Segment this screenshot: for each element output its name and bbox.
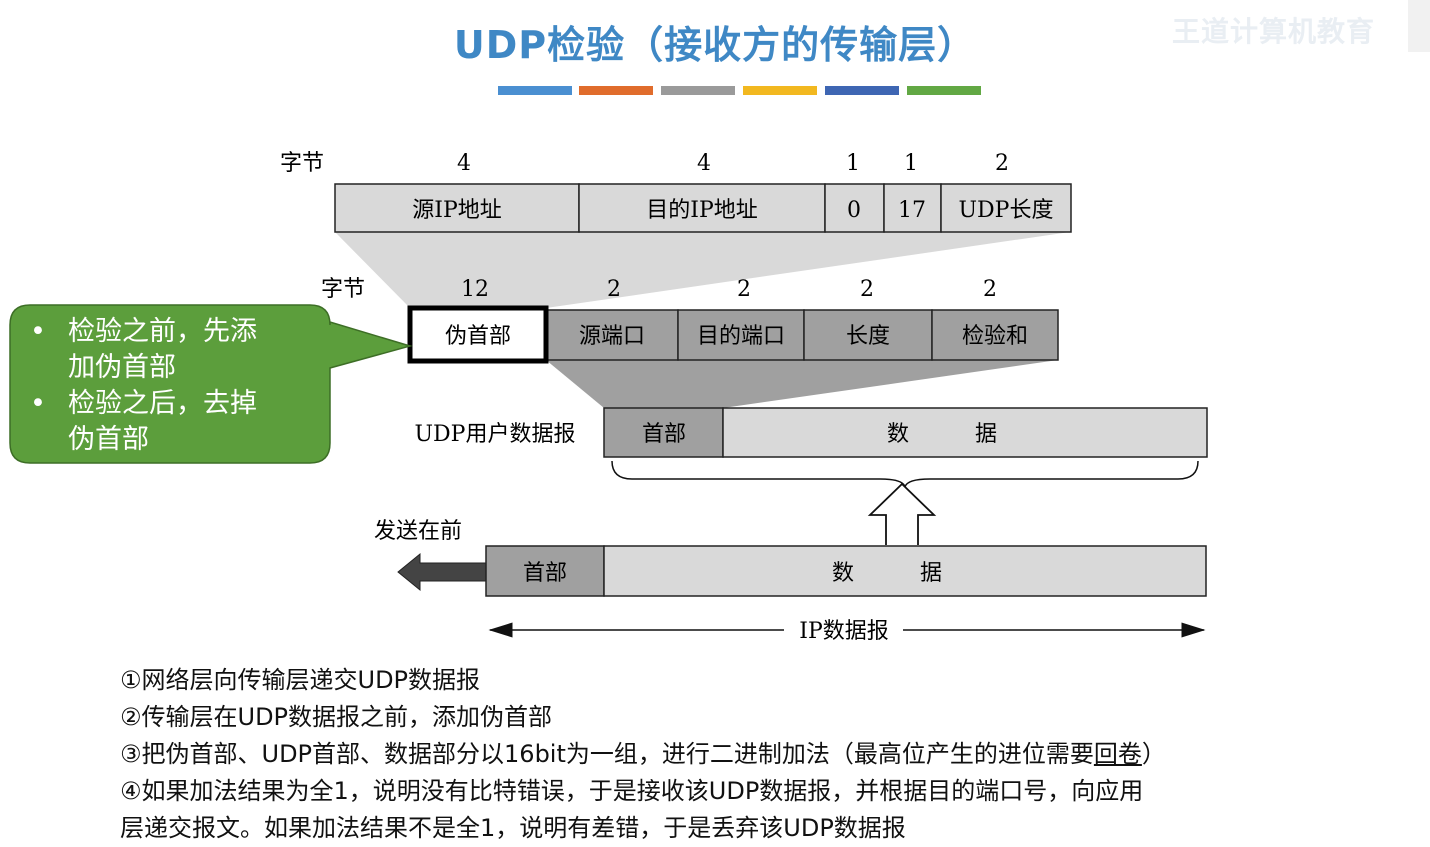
field-checksum [931, 309, 1059, 361]
encapsulation-brace [611, 460, 1199, 488]
step-4: ④如果加法结果为全1，说明没有比特错误，于是接收该UDP数据报，并根据目的端口号… [120, 777, 1144, 805]
byte-count: 1 [904, 151, 918, 176]
callout-line: 检验之后，去掉 [68, 388, 257, 419]
byte-count: 12 [461, 277, 489, 302]
field-source-ip [334, 183, 580, 233]
callout-text: • 检验之前，先添 加伪首部 • 检验之后，去掉 伪首部 [30, 314, 320, 458]
ip-data-label: 数 据 [832, 561, 942, 586]
step-2: ②传输层在UDP数据报之前，添加伪首部 [120, 703, 553, 731]
field-pseudo-header [407, 305, 549, 364]
byte-count: 2 [607, 277, 621, 302]
title-bar-5 [825, 86, 899, 95]
step-1: ①网络层向传输层递交UDP数据报 [120, 666, 481, 694]
title-bar-3 [661, 86, 735, 95]
pseudo-header-row: 字节 4 4 1 1 2 源IP地址 目的IP地址 0 17 UDP长度 [280, 151, 1072, 233]
field-label: 源IP地址 [412, 198, 502, 223]
udp-header-row: 字节 12 2 2 2 2 伪首部 源端口 目的端口 长度 检验和 [321, 277, 1059, 364]
callout-bullet: • [30, 388, 46, 419]
udp-datagram-row: UDP用户数据报 首部 数 据 [415, 407, 1208, 458]
callout-item: • 检验之后，去掉 伪首部 [30, 386, 320, 458]
step-list: ①网络层向传输层递交UDP数据报 ②传输层在UDP数据报之前，添加伪首部 ③把伪… [120, 662, 1420, 847]
callout-line: 加伪首部 [68, 352, 176, 383]
callout-line: 伪首部 [68, 424, 149, 455]
step-3: ③把伪首部、UDP首部、数据部分以16bit为一组，进行二进制加法（最高位产生的… [120, 736, 1420, 773]
udp-header-funnel [546, 360, 1058, 408]
field-dest-port [677, 309, 805, 361]
field-dest-ip [578, 183, 826, 233]
step-4-cont: 层递交报文。如果加法结果不是全1，说明有差错，于是丢弃该UDP数据报 [120, 814, 906, 842]
field-label: 源端口 [579, 324, 645, 349]
ip-datagram-header [485, 545, 605, 597]
byte-count: 2 [995, 151, 1009, 176]
udp-datagram-header [603, 407, 724, 458]
title-bar-2 [579, 86, 653, 95]
callout-bubble [9, 304, 413, 464]
udp-datagram-label: UDP用户数据报 [415, 422, 576, 447]
byte-count: 2 [860, 277, 874, 302]
callout-item: • 检验之前，先添 加伪首部 [30, 314, 320, 386]
field-length [803, 309, 933, 361]
field-zero [824, 183, 885, 233]
field-label: 17 [898, 198, 926, 223]
step-3-text: ③把伪首部、UDP首部、数据部分以16bit为一组，进行二进制加法（最高位产生的… [120, 740, 1094, 768]
encapsulation-arrow [867, 482, 937, 545]
byte-count: 2 [737, 277, 751, 302]
byte-count: 4 [697, 151, 711, 176]
field-source-port [545, 309, 679, 361]
byte-count: 1 [846, 151, 860, 176]
field-protocol [883, 183, 942, 233]
field-label: 长度 [846, 324, 890, 349]
udp-data-label: 数 据 [887, 422, 997, 447]
send-direction-arrow [397, 552, 487, 592]
field-udp-length [940, 183, 1072, 233]
bytes-label-top: 字节 [280, 151, 324, 176]
title-bar-4 [743, 86, 817, 95]
field-label: 目的端口 [697, 324, 785, 349]
watermark-edge [1408, 0, 1430, 52]
ip-datagram-row: 发送在前 首部 数 据 IP数据报 [374, 519, 1207, 644]
byte-count: 4 [457, 151, 471, 176]
udp-header-label: 首部 [642, 422, 686, 447]
page-title: UDP检验（接收方的传输层） [453, 23, 977, 67]
byte-count: 2 [983, 277, 997, 302]
field-label: 检验和 [962, 324, 1028, 349]
callout-bullet: • [30, 316, 46, 347]
pseudo-header-funnel [335, 232, 1070, 308]
watermark-logo: 王道计算机教育 [1172, 15, 1376, 48]
field-label: 0 [847, 198, 861, 223]
step-3-underlined: 回卷 [1093, 740, 1142, 768]
title-bar-1 [498, 86, 572, 95]
field-label: 目的IP地址 [646, 198, 758, 223]
ip-datagram-data [603, 545, 1207, 597]
field-label: 伪首部 [445, 324, 511, 349]
ip-datagram-label: IP数据报 [799, 619, 889, 644]
step-3-end: ） [1141, 740, 1166, 768]
callout-line: 检验之前，先添 [68, 316, 257, 347]
field-label: UDP长度 [959, 198, 1054, 223]
udp-datagram-data [722, 407, 1208, 458]
bytes-label-mid: 字节 [321, 277, 365, 302]
title-bar-6 [907, 86, 981, 95]
ip-header-label: 首部 [523, 561, 567, 586]
send-first-label: 发送在前 [374, 519, 462, 544]
